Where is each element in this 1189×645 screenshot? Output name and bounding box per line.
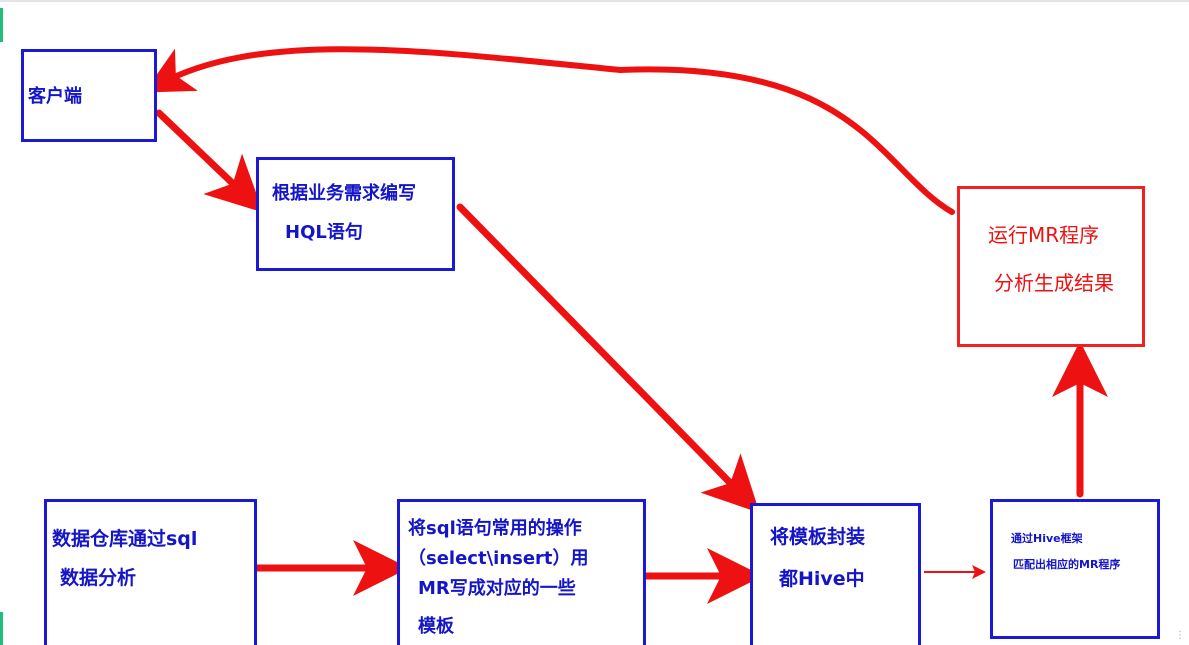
- write-hql-box: 根据业务需求编写 HQL语句: [256, 157, 455, 271]
- write-hql-line-2: HQL语句: [285, 222, 363, 243]
- dw-sql-line-1: 数据仓库通过sql: [52, 528, 198, 550]
- templates-line-3: MR写成对应的一些: [418, 578, 576, 599]
- client-label: 客户端: [28, 86, 82, 107]
- left-marker-top: [0, 8, 3, 42]
- hive-match-box: 通过Hive框架 匹配出相应的MR程序: [990, 499, 1160, 639]
- hive-wrap-box: 将模板封装 都Hive中: [750, 503, 921, 645]
- dw-sql-line-2: 数据分析: [60, 567, 137, 589]
- hive-match-line-2: 匹配出相应的MR程序: [1013, 558, 1121, 571]
- run-mr-line-2: 分析生成结果: [994, 271, 1114, 295]
- arrow-run-to-client: [144, 46, 955, 215]
- templates-box: 将sql语句常用的操作 （select\insert）用 MR写成对应的一些 模…: [397, 499, 646, 645]
- dw-sql-box: 数据仓库通过sql 数据分析: [44, 499, 257, 645]
- write-hql-line-1: 根据业务需求编写: [272, 183, 416, 204]
- left-marker-bottom: [0, 612, 3, 645]
- templates-line-4: 模板: [418, 616, 454, 637]
- arrow-hql-to-hive: [456, 203, 760, 514]
- templates-line-2: （select\insert）用: [408, 548, 589, 569]
- scroll-dots-icon: ⋮: [1175, 630, 1185, 641]
- templates-line-1: 将sql语句常用的操作: [408, 518, 582, 539]
- hive-wrap-line-2: 都Hive中: [779, 568, 865, 590]
- arrow-client-to-hql: [155, 109, 264, 213]
- hive-wrap-line-1: 将模板封装: [770, 526, 866, 548]
- client-box: 客户端: [21, 49, 157, 142]
- hive-match-line-1: 通过Hive框架: [1011, 532, 1083, 545]
- run-mr-line-1: 运行MR程序: [988, 223, 1100, 247]
- run-mr-box: 运行MR程序 分析生成结果: [957, 186, 1145, 347]
- top-border: [0, 0, 1189, 2]
